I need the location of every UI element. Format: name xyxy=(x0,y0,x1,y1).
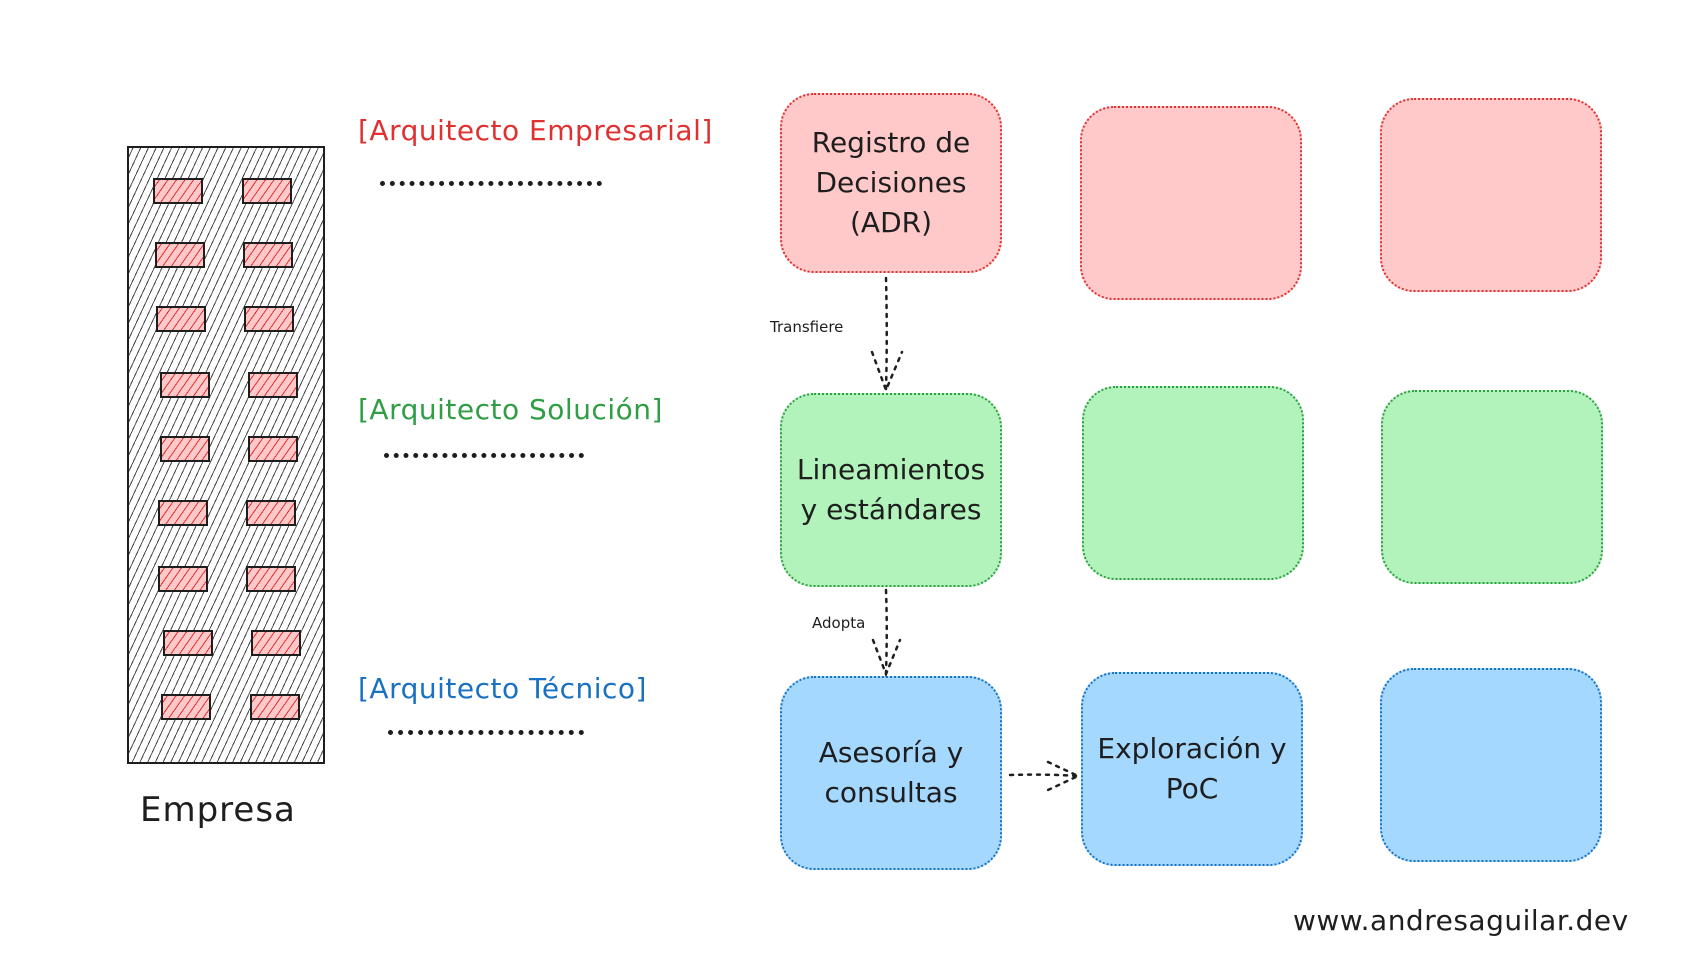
exploration-box-text: Exploración y PoC xyxy=(1097,732,1287,805)
building-window xyxy=(242,178,292,204)
adopts-arrowhead xyxy=(871,638,902,678)
building-window xyxy=(153,178,203,204)
building-window xyxy=(155,242,205,268)
adopts-edge-label: Adopta xyxy=(812,614,866,632)
transfers-edge-label: Transfiere xyxy=(770,318,844,336)
building-window xyxy=(246,566,296,592)
solution-architect-label: [Arquitecto Solución] xyxy=(358,393,663,426)
building-window xyxy=(246,500,296,526)
building-window xyxy=(160,372,210,398)
adr-box-text: Registro de Decisiones (ADR) xyxy=(811,126,971,239)
building-window xyxy=(244,306,294,332)
building-window xyxy=(156,306,206,332)
adopts-arrow xyxy=(884,588,888,676)
advisory-box-text: Asesoría y consultas xyxy=(818,736,964,809)
enterprise-architect-label: [Arquitecto Empresarial] xyxy=(358,114,713,147)
building-label: Empresa xyxy=(140,790,296,830)
building-window xyxy=(161,694,211,720)
guidelines-box-text: Lineamientos y estándares xyxy=(796,453,986,526)
exploration-arrow xyxy=(1008,773,1080,778)
footer-url: www.andresaguilar.dev xyxy=(1293,904,1629,937)
building-window xyxy=(251,630,301,656)
building-window xyxy=(158,566,208,592)
building-window xyxy=(163,630,213,656)
enterprise-dotted-connector xyxy=(380,181,602,186)
building-window xyxy=(243,242,293,268)
guidelines-box: Lineamientos y estándares xyxy=(780,393,1002,587)
exploration-box: Exploración y PoC xyxy=(1081,672,1303,866)
adr-box: Registro de Decisiones (ADR) xyxy=(780,93,1002,273)
solution-empty-box-3 xyxy=(1381,390,1603,584)
building-window xyxy=(248,436,298,462)
building-window xyxy=(160,436,210,462)
transfers-arrow xyxy=(884,276,888,392)
advisory-box: Asesoría y consultas xyxy=(780,676,1002,870)
solution-dotted-connector xyxy=(384,453,584,458)
building-window xyxy=(250,694,300,720)
technical-empty-box-3 xyxy=(1380,668,1602,862)
enterprise-empty-box-3 xyxy=(1380,98,1602,292)
exploration-arrowhead xyxy=(1046,760,1081,792)
building-window xyxy=(248,372,298,398)
solution-empty-box-2 xyxy=(1082,386,1304,580)
company-building xyxy=(127,146,325,764)
technical-dotted-connector xyxy=(388,730,584,735)
technical-architect-label: [Arquitecto Técnico] xyxy=(358,672,647,705)
building-window xyxy=(158,500,208,526)
enterprise-empty-box-2 xyxy=(1080,106,1302,300)
